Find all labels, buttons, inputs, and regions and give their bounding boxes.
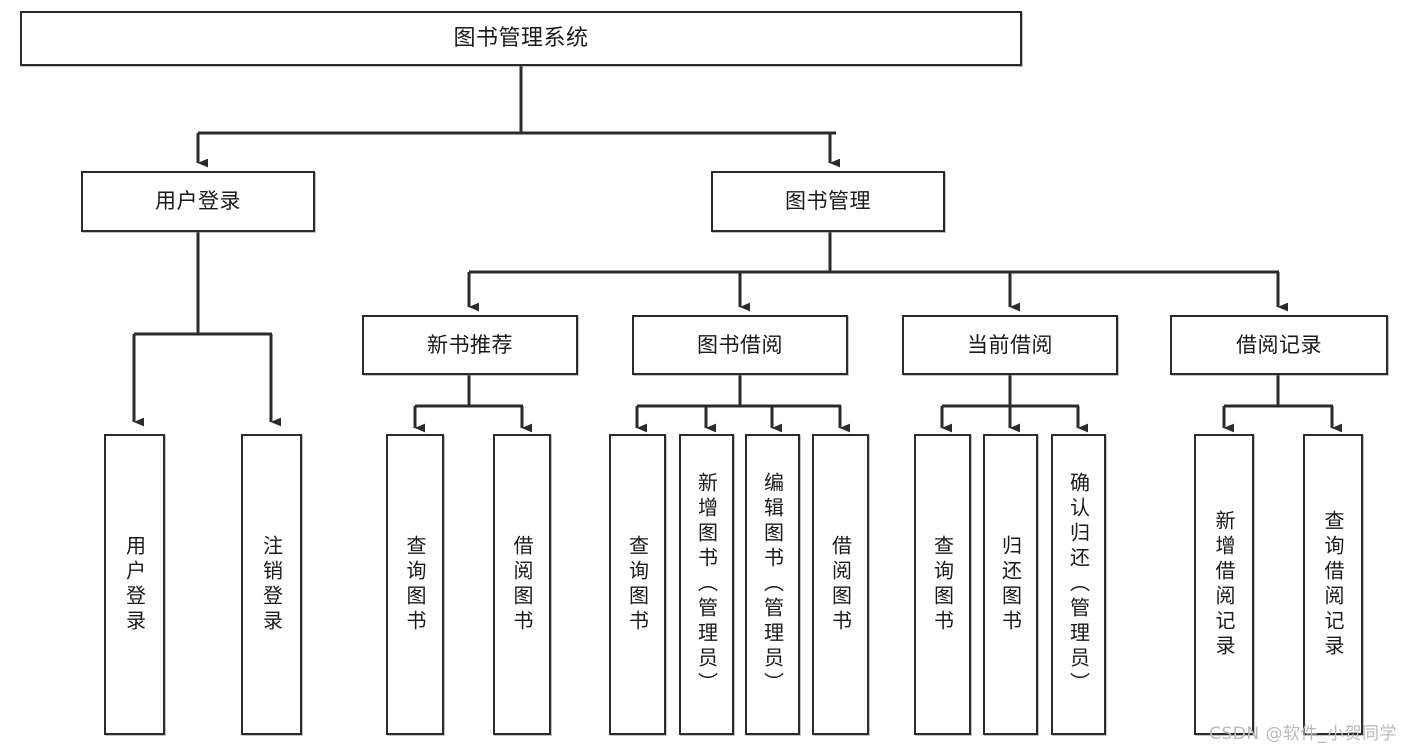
- leaf-borrow-book-newbook[interactable]: 借阅图书: [493, 434, 551, 735]
- node-label: 查询借阅记录: [1321, 509, 1345, 660]
- leaf-query-book-borrow[interactable]: 查询图书: [609, 434, 666, 735]
- node-book-management[interactable]: 图书管理: [711, 171, 945, 232]
- leaf-add-book-admin[interactable]: 新增图书（管理员）: [679, 434, 734, 735]
- leaf-borrow-book-borrow[interactable]: 借阅图书: [812, 434, 869, 735]
- node-root-system[interactable]: 图书管理系统: [20, 11, 1022, 66]
- leaf-confirm-return-admin[interactable]: 确认归还（管理员）: [1051, 434, 1106, 735]
- node-book-borrow[interactable]: 图书借阅: [632, 315, 848, 375]
- node-label: 查询图书: [930, 534, 955, 635]
- node-label: 借阅图书: [510, 534, 534, 635]
- leaf-return-book[interactable]: 归还图书: [983, 434, 1038, 735]
- node-new-book-recommend[interactable]: 新书推荐: [362, 315, 578, 375]
- node-label: 用户登录: [122, 534, 147, 635]
- node-current-borrow[interactable]: 当前借阅: [902, 315, 1118, 375]
- node-label: 新增借阅记录: [1212, 509, 1236, 660]
- node-label: 图书借阅: [697, 332, 783, 357]
- node-label: 新增图书（管理员）: [694, 472, 719, 697]
- node-label: 图书管理: [785, 189, 871, 214]
- node-label: 注销登录: [259, 534, 284, 635]
- node-label: 确认归还（管理员）: [1066, 472, 1091, 697]
- node-label: 新书推荐: [427, 332, 513, 357]
- node-label: 当前借阅: [967, 332, 1053, 357]
- node-user-login[interactable]: 用户登录: [81, 171, 315, 232]
- node-label: 查询图书: [625, 534, 650, 635]
- leaf-edit-book-admin[interactable]: 编辑图书（管理员）: [745, 434, 800, 735]
- leaf-query-book-newbook[interactable]: 查询图书: [386, 434, 444, 735]
- leaf-user-login[interactable]: 用户登录: [104, 434, 165, 735]
- node-label: 查询图书: [403, 534, 427, 635]
- node-borrow-record[interactable]: 借阅记录: [1170, 315, 1388, 375]
- node-label: 用户登录: [155, 189, 241, 214]
- leaf-query-book-current[interactable]: 查询图书: [914, 434, 971, 735]
- node-label: 编辑图书（管理员）: [760, 472, 785, 697]
- node-label: 借阅图书: [828, 534, 853, 635]
- node-label: 图书管理系统: [453, 25, 589, 51]
- leaf-add-borrow-record[interactable]: 新增借阅记录: [1194, 434, 1254, 735]
- leaf-logout-login[interactable]: 注销登录: [241, 434, 302, 735]
- leaf-query-borrow-record[interactable]: 查询借阅记录: [1303, 434, 1363, 735]
- node-label: 借阅记录: [1236, 332, 1322, 357]
- node-label: 归还图书: [998, 534, 1023, 635]
